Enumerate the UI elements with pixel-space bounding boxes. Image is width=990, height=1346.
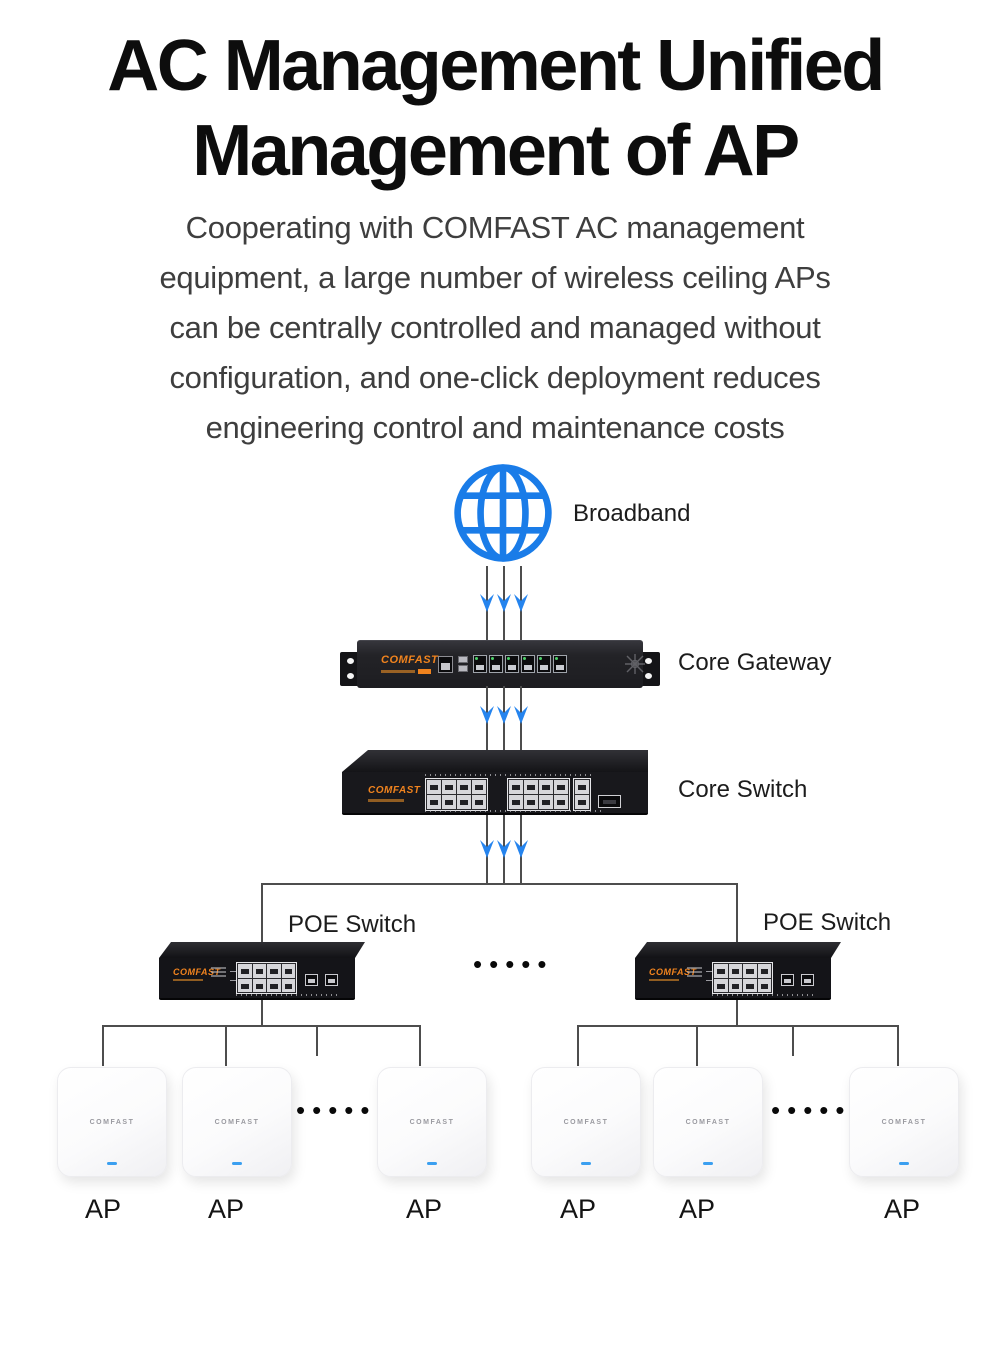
uplink-port — [305, 974, 318, 986]
connector-stub — [792, 1025, 794, 1056]
poe-switch-top-face — [635, 942, 841, 958]
poe-switch-right-device: COMFAST — [635, 942, 841, 1000]
ap-label: AP — [84, 1194, 122, 1224]
brand-subtext-decor — [173, 979, 203, 981]
brand-logo: COMFAST — [381, 654, 439, 666]
connector-line — [261, 883, 263, 943]
port-labels-decor — [425, 774, 591, 776]
ap-led — [107, 1161, 117, 1165]
more-devices-dots: ••••• — [771, 1095, 852, 1125]
description-line: can be centrally controlled and managed … — [169, 310, 821, 345]
connector-line — [577, 1025, 899, 1027]
page-description: Cooperating with COMFAST AC management e… — [0, 203, 990, 453]
core-switch-front-panel: COMFAST — [342, 772, 648, 815]
connector-line — [102, 1025, 421, 1027]
poe-switch-left-device: COMFAST — [159, 942, 365, 1000]
ethernet-port-block — [507, 778, 570, 811]
console-port — [438, 656, 453, 673]
led-panel-decor — [211, 967, 226, 977]
page-title-line1: AC Management Unified — [107, 26, 885, 106]
ethernet-port-block — [425, 778, 488, 811]
uplink-port — [781, 974, 794, 986]
ap-label: AP — [405, 1194, 443, 1224]
brand-logo: COMFAST — [214, 1119, 260, 1126]
poe-port-block — [236, 962, 297, 994]
ap-label: AP — [678, 1194, 716, 1224]
port-labels-decor — [236, 994, 340, 996]
connector-line — [102, 1025, 104, 1066]
ap-device: COMFAST — [531, 1067, 641, 1177]
page-title-line2: Management of AP — [192, 111, 800, 191]
globe-icon — [454, 464, 552, 562]
uplink-port-block — [573, 778, 591, 811]
brand-badge-decor — [418, 669, 431, 674]
led-panel-decor — [687, 967, 702, 977]
ap-label: AP — [207, 1194, 245, 1224]
brand-subtext-decor — [381, 670, 415, 673]
brand-logo: COMFAST — [409, 1119, 455, 1126]
core-switch-top-face — [342, 750, 648, 772]
ap-device: COMFAST — [377, 1067, 487, 1177]
connector-line — [577, 1025, 579, 1066]
brand-logo: COMFAST — [881, 1119, 927, 1126]
brand-logo: COMFAST — [563, 1119, 609, 1126]
core-gateway-front-panel: COMFAST — [357, 640, 645, 688]
port-labels-decor — [425, 810, 605, 812]
description-line: engineering control and maintenance cost… — [205, 410, 785, 445]
connector-line — [897, 1025, 899, 1066]
brand-subtext-decor — [649, 979, 679, 981]
core-switch-device: COMFAST — [342, 750, 648, 815]
poe-switch-right-label: POE Switch — [763, 909, 892, 936]
ap-label: AP — [883, 1194, 921, 1224]
uplink-port — [801, 974, 814, 986]
ap-led — [703, 1161, 713, 1165]
uplink-port — [325, 974, 338, 986]
ap-led — [899, 1161, 909, 1165]
ap-led — [581, 1161, 591, 1165]
poe-port-block — [712, 962, 773, 994]
description-line: Cooperating with COMFAST AC management — [185, 210, 805, 245]
brand-subtext-decor — [368, 799, 404, 802]
connector-line — [261, 1000, 263, 1027]
spider-logo-icon — [625, 654, 645, 674]
poe-switch-front-panel: COMFAST — [635, 958, 831, 1000]
connector-stub — [316, 1025, 318, 1056]
description-line: equipment, a large number of wireless ce… — [159, 260, 831, 295]
brand-logo: COMFAST — [368, 785, 421, 796]
core-gateway-device: COMFAST — [340, 640, 660, 688]
port-labels-decor — [712, 994, 816, 996]
connector-line — [225, 1025, 227, 1066]
poe-switch-front-panel: COMFAST — [159, 958, 355, 1000]
poe-switch-top-face — [159, 942, 365, 958]
ap-device: COMFAST — [653, 1067, 763, 1177]
brand-logo: COMFAST — [173, 967, 221, 977]
core-switch-label: Core Switch — [678, 776, 808, 803]
rack-ear — [638, 652, 660, 686]
brand-logo: COMFAST — [649, 967, 697, 977]
rack-ear — [340, 652, 362, 686]
description-line: configuration, and one-click deployment … — [169, 360, 821, 395]
connector-line — [696, 1025, 698, 1066]
more-devices-dots: ••••• — [296, 1095, 377, 1125]
broadband-label: Broadband — [573, 500, 691, 527]
connector-line — [261, 883, 738, 885]
connector-line — [419, 1025, 421, 1066]
brand-logo: COMFAST — [89, 1119, 135, 1126]
ap-device: COMFAST — [182, 1067, 292, 1177]
more-devices-dots: ••••• — [473, 949, 554, 979]
ethernet-ports — [473, 655, 567, 673]
poe-switch-left-label: POE Switch — [288, 911, 417, 938]
ap-led — [232, 1161, 242, 1165]
ap-device: COMFAST — [849, 1067, 959, 1177]
page-title: AC Management Unified Management of AP — [0, 24, 990, 194]
ap-led — [427, 1161, 437, 1165]
usb-ports — [458, 656, 468, 673]
brand-logo: COMFAST — [685, 1119, 731, 1126]
connector-line — [736, 883, 738, 943]
ap-device: COMFAST — [57, 1067, 167, 1177]
sfp-slot — [598, 795, 621, 808]
ap-label: AP — [559, 1194, 597, 1224]
core-gateway-label: Core Gateway — [678, 649, 832, 676]
connector-line — [736, 1000, 738, 1027]
